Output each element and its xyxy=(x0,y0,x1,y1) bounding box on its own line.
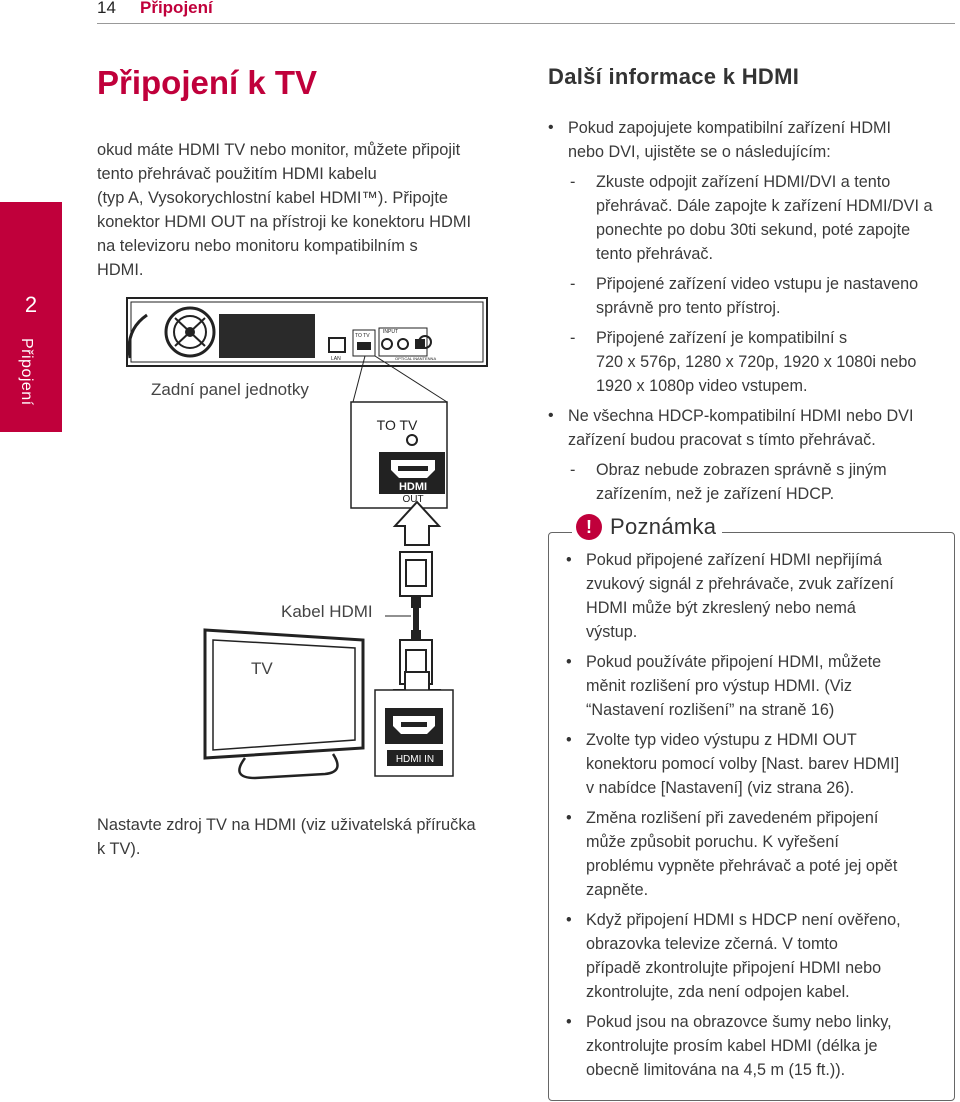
out-label: OUT xyxy=(402,494,423,505)
hdmi-info-list: Pokud zapojujete kompatibilní zařízení H… xyxy=(548,116,958,506)
note-line: zkontrolujte, zda není odpojen kabel. xyxy=(586,983,850,1001)
lan-port xyxy=(328,337,346,353)
hdmi-info-title: Další informace k HDMI xyxy=(548,64,800,89)
side-chapter-tab xyxy=(0,202,62,432)
note-line: konektoru pomocí volby [Nast. barev HDMI… xyxy=(586,755,900,773)
note-item: Pokud připojené zařízení HDMI nepřijímá … xyxy=(564,548,950,644)
note-line: Pokud používáte připojení HDMI, můžete xyxy=(586,653,882,671)
note-line: obrazovka televize zčerná. V tomto xyxy=(586,935,838,953)
main-title: Připojení k TV xyxy=(97,64,318,101)
note-item: Pokud používáte připojení HDMI, můžete m… xyxy=(564,650,950,722)
intro-line: na televizoru nebo monitoru kompatibilní… xyxy=(97,237,418,255)
intro-line: (typ A, Vysokorychlostní kabel HDMI™). P… xyxy=(97,189,448,207)
instruction-line: k TV). xyxy=(97,840,141,858)
cable-label: Kabel HDMI xyxy=(281,602,373,621)
note-line: zapněte. xyxy=(586,881,649,899)
intro-line: HDMI. xyxy=(97,261,144,279)
input-label: INPUT xyxy=(383,329,398,335)
side-tab-number: 2 xyxy=(24,292,38,317)
instruction-line: Nastavte zdroj TV na HDMI (viz uživatels… xyxy=(97,816,476,834)
to-tv-small-label: TO TV xyxy=(355,333,370,339)
note-list: Pokud připojené zařízení HDMI nepřijímá … xyxy=(564,548,950,1082)
sub-line: 1920 x 1080p video vstupem. xyxy=(596,377,808,395)
header-rule xyxy=(97,23,955,24)
antenna-label: ANTENNA xyxy=(417,356,436,361)
optical-label: OPTICAL IN xyxy=(395,356,417,361)
note-line: obecně limitována na 4,5 m (15 ft.)). xyxy=(586,1061,846,1079)
hdmi-cable xyxy=(385,551,433,685)
note-item: Zvolte typ video výstupu z HDMI OUT kone… xyxy=(564,728,950,800)
note-line: výstup. xyxy=(586,623,638,641)
hdmi-label: HDMI xyxy=(399,481,427,493)
speaker-terminal-block xyxy=(219,314,315,358)
intro-line: konektor HDMI OUT na přístroji ke konekt… xyxy=(97,213,472,231)
hdmi-in-label: HDMI IN xyxy=(396,754,434,765)
intro-line: okud máte HDMI TV nebo monitor, můžete p… xyxy=(97,141,461,159)
sub-line: Obraz nebude zobrazen správně s jiným xyxy=(596,461,887,479)
rear-panel: LAN TO TV INPUT OPTICAL IN ANTENNA xyxy=(126,297,488,367)
bullet-line: Pokud zapojujete kompatibilní zařízení H… xyxy=(568,119,892,137)
note-line: “Nastavení rozlišení” na straně 16) xyxy=(586,701,835,719)
note-line: Zvolte typ video výstupu z HDMI OUT xyxy=(586,731,857,749)
note-line: HDMI může být zkreslený nebo nemá xyxy=(586,599,856,617)
page-number: 14 xyxy=(97,0,116,17)
lan-label: LAN xyxy=(331,356,341,362)
note-item: Když připojení HDMI s HDCP není ověřeno,… xyxy=(564,908,950,1004)
sub-line: ponechte po dobu 30ti sekund, poté zapoj… xyxy=(596,221,911,239)
rear-panel-label: Zadní panel jednotky xyxy=(151,380,309,399)
note-line: Pokud jsou na obrazovce šumy nebo linky, xyxy=(586,1013,892,1031)
arrow-up-icon xyxy=(392,500,442,546)
note-item: Pokud jsou na obrazovce šumy nebo linky,… xyxy=(564,1010,950,1082)
exclamation-icon: ! xyxy=(576,514,602,540)
fan-icon xyxy=(164,306,216,358)
sub-line: 720 x 576p, 1280 x 720p, 1920 x 1080i ne… xyxy=(596,353,917,371)
note-box xyxy=(548,532,955,1101)
note-line: problému vypněte přehrávač a poté jej op… xyxy=(586,857,898,875)
tv-illustration xyxy=(203,628,365,780)
bullet-item: Ne všechna HDCP-kompatibilní HDMI nebo D… xyxy=(548,404,958,452)
note-line: zvukový signál z přehrávače, zvuk zaříze… xyxy=(586,575,894,593)
note-line: v nabídce [Nastavení] (viz strana 26). xyxy=(586,779,855,797)
hdmi-connection-diagram: LAN TO TV INPUT OPTICAL IN ANTENNA Zadní… xyxy=(126,297,488,780)
side-tab-label: Připojení xyxy=(18,338,35,406)
note-line: Pokud připojené zařízení HDMI nepřijímá xyxy=(586,551,883,569)
note-title: Poznámka xyxy=(610,514,717,539)
sub-line: zařízením, než je zařízení HDCP. xyxy=(596,485,835,503)
note-header: ! Poznámka xyxy=(572,514,723,540)
intro-paragraph: okud máte HDMI TV nebo monitor, můžete p… xyxy=(97,138,517,282)
intro-line: tento přehrávač použitím HDMI kabelu xyxy=(97,165,377,183)
bullet-line: zařízení budou pracovat s tímto přehráva… xyxy=(568,431,876,449)
header-section-title: Připojení xyxy=(140,0,213,17)
sub-item: Obraz nebude zobrazen správně s jiným za… xyxy=(548,458,958,506)
sub-line: správně pro tento přístroj. xyxy=(596,299,781,317)
note-line: měnit rozlišení pro výstup HDMI. (Viz xyxy=(586,677,852,695)
sub-line: Připojené zařízení video vstupu je nasta… xyxy=(596,275,919,293)
note-line: Když připojení HDMI s HDCP není ověřeno, xyxy=(586,911,901,929)
bullet-line: nebo DVI, ujistěte se o následujícím: xyxy=(568,143,831,161)
sub-item: Zkuste odpojit zařízení HDMI/DVI a tento… xyxy=(548,170,958,266)
sub-item: Připojené zařízení je kompatibilní s 720… xyxy=(548,326,958,398)
to-tv-label: TO TV xyxy=(377,417,418,433)
note-line: může způsobit poruchu. K vyřešení xyxy=(586,833,839,851)
note-item: Změna rozlišení při zavedeném připojení … xyxy=(564,806,950,902)
tv-source-instruction: Nastavte zdroj TV na HDMI (viz uživatels… xyxy=(97,813,517,861)
hdmi-out-callout: TO TV HDMI OUT xyxy=(350,401,448,509)
sub-line: Zkuste odpojit zařízení HDMI/DVI a tento xyxy=(596,173,891,191)
bullet-item: Pokud zapojujete kompatibilní zařízení H… xyxy=(548,116,958,164)
sub-line: přehrávač. Dále zapojte k zařízení HDMI/… xyxy=(596,197,933,215)
note-line: Změna rozlišení při zavedeném připojení xyxy=(586,809,879,827)
note-line: případě zkontrolujte připojení HDMI nebo xyxy=(586,959,882,977)
hdmi-out-port xyxy=(357,342,371,350)
hdmi-in-callout: HDMI IN xyxy=(374,689,454,777)
sub-line: Připojené zařízení je kompatibilní s xyxy=(596,329,848,347)
sub-item: Připojené zařízení video vstupu je nasta… xyxy=(548,272,958,320)
note-line: zkontrolujte prosím kabel HDMI (délka je xyxy=(586,1037,878,1055)
bullet-line: Ne všechna HDCP-kompatibilní HDMI nebo D… xyxy=(568,407,914,425)
tv-label: TV xyxy=(251,659,273,678)
sub-line: tento přehrávač. xyxy=(596,245,713,263)
